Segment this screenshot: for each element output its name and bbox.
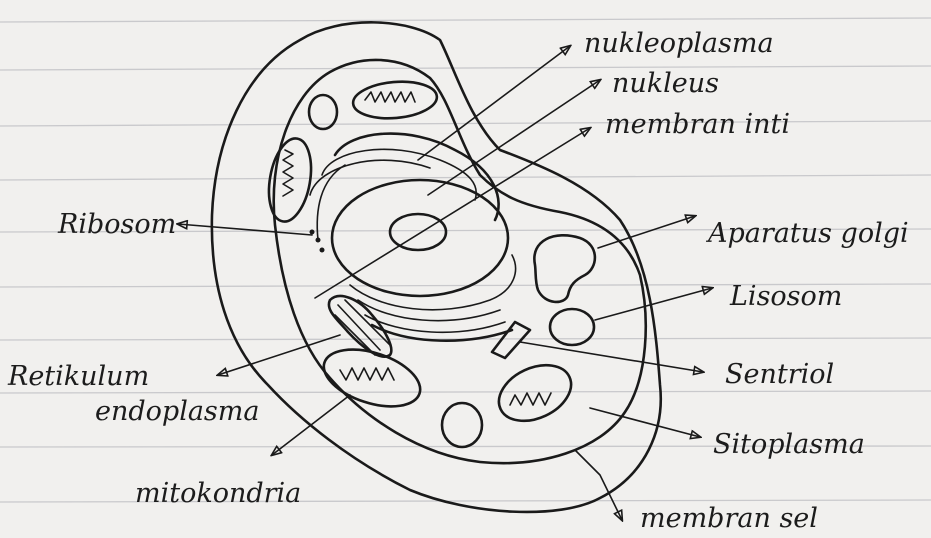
vesicle-bottom: [442, 403, 482, 447]
label-aparatus-golgi: Aparatus golgi: [705, 218, 909, 249]
mitochondrion-bottom-right: [490, 354, 580, 431]
lysosome: [550, 309, 594, 345]
label-endoplasma: endoplasma: [95, 396, 259, 427]
nuclear-envelope: [335, 134, 499, 220]
mitochondrion-bottom-left: [317, 339, 428, 417]
label-nukleoplasma: nukleoplasma: [584, 28, 774, 59]
mitochondrion-top: [352, 78, 439, 121]
label-mitokondria: mitokondria: [135, 478, 301, 509]
label-membran-sel: membran sel: [640, 503, 818, 534]
centriole: [492, 322, 530, 358]
mitochondrion-left: [263, 135, 317, 225]
label-nukleus: nukleus: [612, 68, 719, 99]
label-membran-inti: membran inti: [605, 109, 790, 140]
label-ribosom: Ribosom: [57, 209, 176, 240]
golgi-apparatus: [534, 235, 595, 302]
nucleus: [332, 180, 508, 296]
rough-er-cluster: [329, 296, 391, 357]
label-lisosom: Lisosom: [729, 281, 842, 312]
label-retikulum: Retikulum: [7, 361, 149, 392]
label-sentriol: Sentriol: [725, 359, 834, 390]
nucleolus: [390, 214, 446, 250]
label-sitoplasma: Sitoplasma: [713, 429, 865, 460]
